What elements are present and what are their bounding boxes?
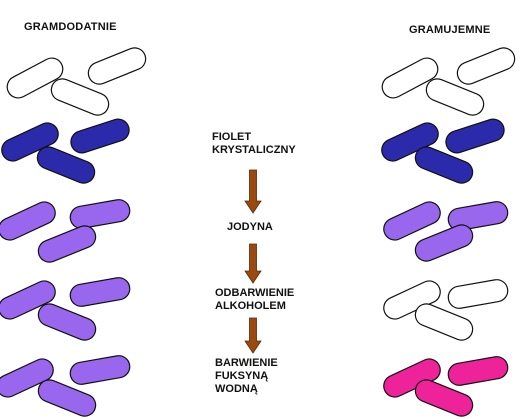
step-label-line: BARWIENIE	[215, 357, 278, 369]
gram-positive-title: GRAMDODATNIE	[24, 21, 117, 33]
gram-positive-bacillus	[0, 358, 54, 398]
step-label-line: ODBARWIENIE	[215, 287, 295, 299]
gram-negative-bacillus	[425, 78, 485, 116]
gram-positive-bacillus	[6, 57, 64, 99]
gram-positive-bacillus	[1, 122, 59, 162]
gram-positive-bacillus	[69, 199, 131, 229]
step-label-line: ALKOHOLEM	[215, 300, 286, 312]
step-label-line: WODNĄ	[215, 383, 258, 395]
gram-positive-bacillus	[70, 118, 130, 154]
step-label-line: FIOLET	[212, 131, 252, 143]
gram-negative-bacillus	[381, 122, 439, 162]
gram-negative-bacillus	[414, 303, 474, 341]
down-arrow-icon	[244, 243, 262, 284]
gram-negative-bacillus	[447, 279, 509, 309]
gram-negative-bacillus	[456, 47, 516, 85]
step-label-fuchsin: BARWIENIE FUKSYNĄ WODNĄ	[215, 357, 278, 396]
gram-positive-bacillus	[69, 355, 131, 385]
gram-positive-bacillus	[0, 280, 56, 320]
down-arrow-icon	[244, 169, 262, 214]
gram-negative-bacillus	[445, 118, 505, 154]
gram-positive-bacillus	[36, 146, 96, 184]
step-label-iodine: JODYNA	[227, 221, 273, 234]
step-label-crystal-violet: FIOLET KRYSTALICZNY	[212, 131, 296, 157]
gram-positive-bacillus	[37, 379, 97, 417]
down-arrow-icon	[244, 317, 262, 354]
gram-positive-bacillus	[50, 78, 110, 116]
gram-positive-bacillus	[87, 47, 147, 85]
gram-positive-bacillus	[37, 225, 97, 263]
step-label-line: FUKSYNĄ	[215, 370, 269, 382]
gram-negative-title: GRAMUJEMNE	[409, 24, 491, 36]
gram-negative-bacillus	[381, 57, 439, 99]
gram-negative-bacillus	[383, 201, 441, 241]
step-label-decolorization: ODBARWIENIE ALKOHOLEM	[215, 287, 294, 313]
gram-positive-bacillus	[0, 201, 56, 241]
step-label-line: KRYSTALICZNY	[212, 144, 296, 156]
gram-negative-bacillus	[447, 356, 509, 386]
gram-negative-bacillus	[447, 201, 509, 231]
gram-positive-bacillus	[69, 277, 131, 307]
gram-negative-bacillus	[414, 224, 474, 262]
gram-negative-bacillus	[414, 146, 474, 184]
step-label-line: JODYNA	[227, 221, 273, 233]
gram-positive-bacillus	[37, 303, 97, 341]
gram-negative-bacillus	[414, 379, 474, 417]
